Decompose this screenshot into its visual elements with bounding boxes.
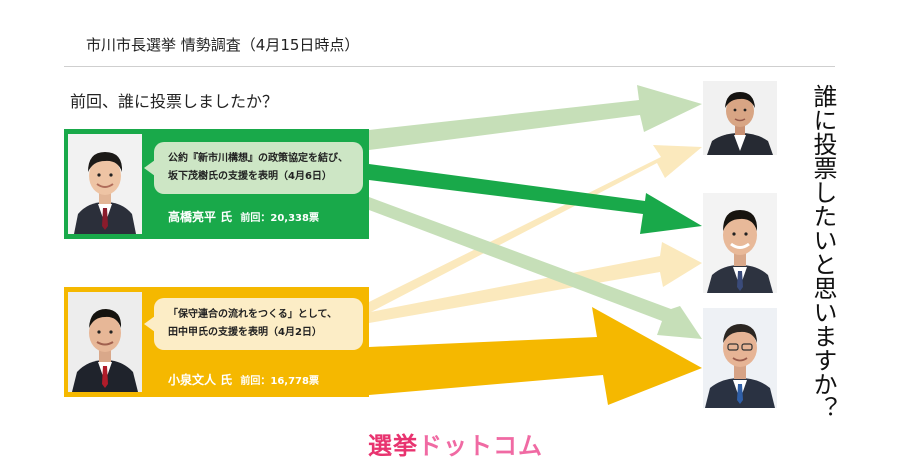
koizumi-endorsement-note: 「保守連合の流れをつくる」として、 田中甲氏の支援を表明（4月2日） [144,298,363,350]
previous-candidate-card-takahashi: 公約『新市川構想』の政策協定を結び、 坂下茂樹氏の支援を表明（4月6日） 高橋亮… [64,129,369,239]
koizumi-photo [68,292,142,392]
flow-arrow-koizumi-to-candidate-2 [365,242,702,323]
takahashi-photo [68,134,142,234]
logo-part-2: ドットコム [418,432,543,460]
flow-arrow-takahashi-to-candidate-1 [369,85,702,150]
flow-arrow-takahashi-to-candidate-3 [369,197,702,339]
candidate-3-photo [703,308,777,408]
logo-part-1: 選挙 [368,432,418,460]
takahashi-votes: 前回：20,338票 [240,213,319,224]
koizumi-caption: 小泉文人 氏 前回：16,778票 [168,371,319,388]
title-divider [64,66,835,67]
takahashi-note-line-1: 公約『新市川構想』の政策協定を結び、 [168,153,348,164]
candidate-2-photo [703,193,777,293]
page-title: 市川市長選挙 情勢調査（4月15日時点） [86,36,360,54]
koizumi-votes: 前回：16,778票 [240,376,319,387]
takahashi-name: 高橋亮平 氏 [168,210,233,224]
takahashi-note-line-2: 坂下茂樹氏の支援を表明（4月6日） [168,171,332,182]
koizumi-name: 小泉文人 氏 [168,373,233,387]
senkyo-dotcom-logo: 選挙ドットコム [368,426,543,461]
candidate-1-photo [703,81,777,155]
question-intended-vote: 誰に投票したいと思いますか？ [809,84,837,420]
koizumi-note-line-2: 田中甲氏の支援を表明（4月2日） [168,327,322,338]
takahashi-caption: 高橋亮平 氏 前回：20,338票 [168,208,319,225]
takahashi-endorsement-note: 公約『新市川構想』の政策協定を結び、 坂下茂樹氏の支援を表明（4月6日） [144,142,363,194]
koizumi-note-line-1: 「保守連合の流れをつくる」として、 [168,309,337,320]
flow-arrow-takahashi-to-candidate-2 [369,164,702,234]
previous-candidate-card-koizumi: 「保守連合の流れをつくる」として、 田中甲氏の支援を表明（4月2日） 小泉文人 … [64,287,369,397]
flow-arrow-koizumi-to-candidate-3 [369,307,702,405]
question-previous-vote: 前回、誰に投票しましたか？ [70,92,279,111]
flow-arrow-koizumi-to-candidate-1 [365,145,702,313]
